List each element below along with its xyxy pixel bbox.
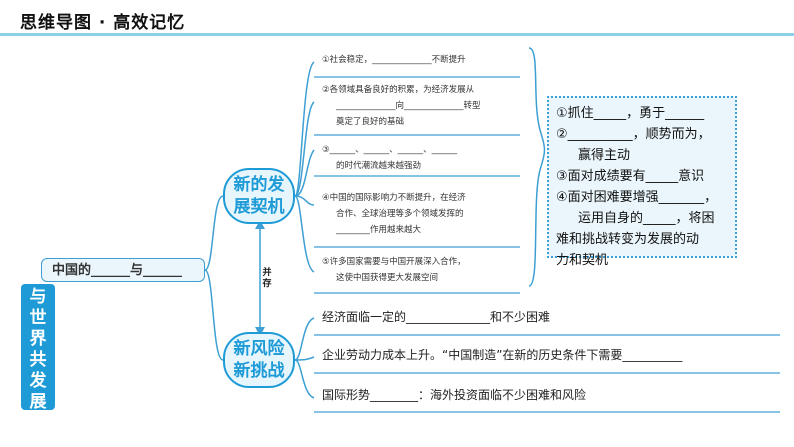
branch-node-risk: 新风险新挑战 [223, 332, 295, 388]
connector-root-branch1 [204, 195, 224, 271]
response-line-3: 赢得主动 [578, 148, 631, 163]
arrow-down-icon [255, 327, 265, 336]
response-line-4: ③面对成绩要有_____意识 [556, 169, 705, 184]
response-box: ①抓住_____，勇于______ ②__________，顺势而为， 赢得主动… [547, 96, 737, 268]
opportunity-item-5: ⑤许多国家需要与中国开展深入合作， 这使中国获得更大发展空间 [322, 257, 466, 283]
connector-b1-item4 [294, 195, 315, 206]
opportunity-item-3: ③______、______、______、______ 的时代潮流越来越强劲 [322, 145, 458, 171]
connector-b1-item1 [294, 61, 315, 197]
arrow-up-icon [255, 220, 265, 229]
response-line-6: 运用自身的_____，将困 [578, 211, 715, 226]
connector-b2-item3 [294, 359, 315, 399]
response-line-5: ④面对困难要增强_______， [556, 190, 718, 205]
response-line-7: 难和挑战转变为发展的动 [556, 232, 700, 247]
opportunity-item-1: ①社会稳定，______________不断提升 [322, 55, 466, 65]
connector-b1-item3 [294, 149, 315, 197]
risk-item-2: 企业劳动力成本上升。“中国制造”在新的历史条件下需要__________ [322, 348, 683, 362]
connector-b1-item2 [294, 101, 315, 197]
opportunity-item-4: ④中国的国际影响力不断提升，在经济 合作、全球治理等多个领域发挥的 ______… [322, 193, 466, 235]
risk-item-1: 经济面临一定的______________和不少困难 [322, 310, 551, 324]
risk-item-3: 国际形势________：海外投资面临不少困难和风险 [322, 388, 587, 402]
response-line-8: 力和契机 [556, 253, 609, 268]
coexist-label: 并存 [262, 268, 272, 289]
opportunity-item-2: ②各领域具备良好的积累，为经济发展从 ______________向______… [322, 85, 481, 127]
header-divider [0, 33, 794, 36]
root-node: 中国的______与______ [41, 258, 205, 282]
connector-root-branch2 [204, 269, 224, 361]
page-title: 思维导图 · 高效记忆 [20, 13, 186, 33]
response-line-2: ②__________，顺势而为， [556, 127, 711, 142]
vertical-title: 与 世 界 共 发 展 [21, 284, 55, 412]
connector-b2-item1 [294, 317, 315, 361]
connector-b1-item5 [294, 195, 315, 273]
right-brace [528, 47, 546, 287]
connector-b2-item2 [294, 356, 315, 361]
response-line-1: ①抓住_____，勇于______ [556, 106, 705, 121]
branch-node-opportunity: 新的发展契机 [223, 168, 295, 224]
